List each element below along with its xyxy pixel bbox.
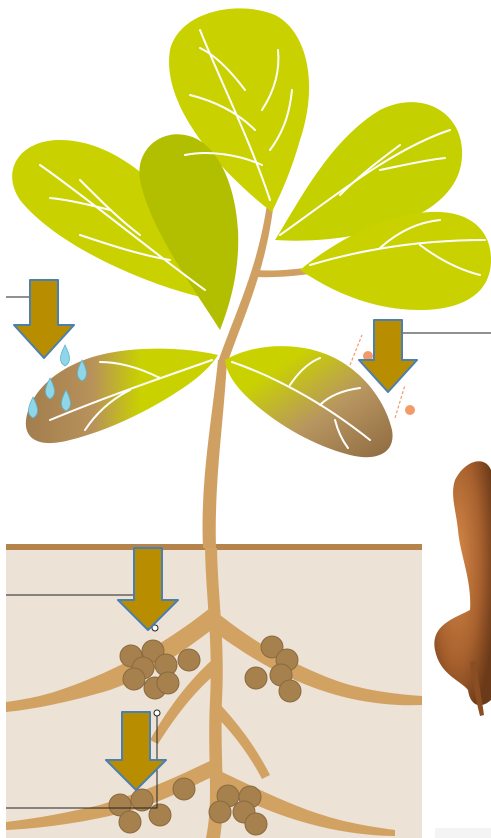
photo-frame-edge <box>435 828 491 838</box>
nodule <box>245 667 267 689</box>
nodule <box>149 804 171 826</box>
nodule <box>279 680 301 702</box>
tuber-shape <box>434 461 491 705</box>
stem <box>203 360 227 548</box>
leaves <box>12 8 491 457</box>
tuber-photo <box>434 461 491 838</box>
nodule <box>173 778 195 800</box>
water-drop-icon <box>60 345 69 366</box>
nodule <box>245 813 267 835</box>
nodule <box>178 649 200 671</box>
leaf-lower-left-damaged <box>26 349 218 443</box>
nodule <box>119 811 141 833</box>
nodule <box>123 668 145 690</box>
nodule <box>209 801 231 823</box>
nodule <box>157 672 179 694</box>
dot-icon <box>405 405 415 415</box>
